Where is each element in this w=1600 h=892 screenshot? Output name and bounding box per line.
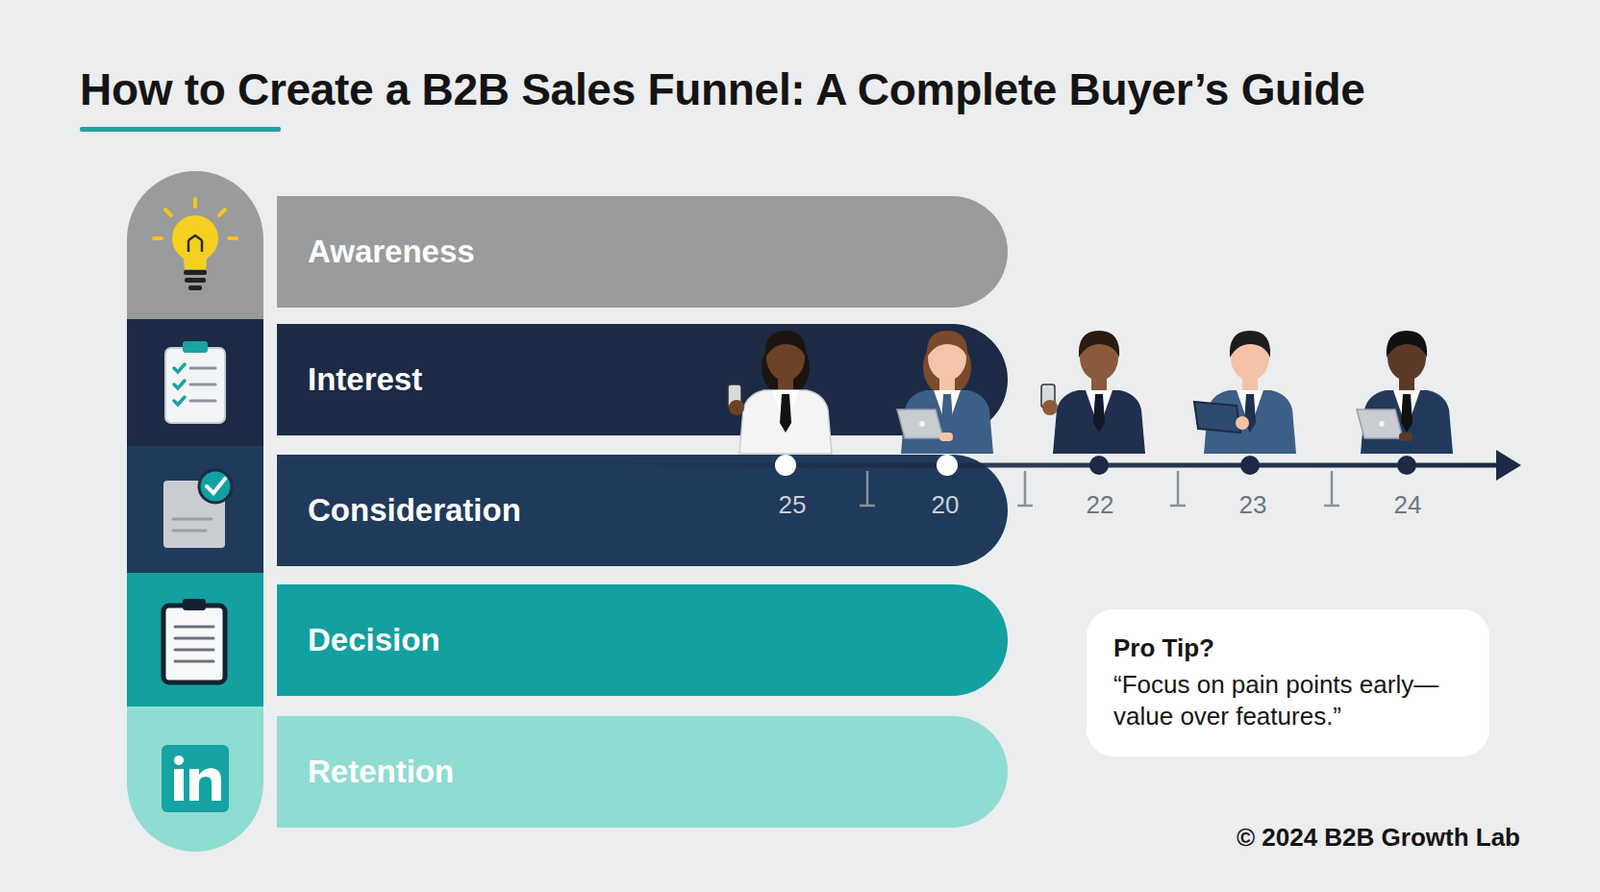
- timeline-number: 22: [1086, 490, 1115, 521]
- torso: [1052, 390, 1146, 454]
- laptop: [1356, 409, 1403, 439]
- stage-label: Awareness: [307, 233, 475, 271]
- people-figures: [727, 330, 1453, 476]
- timeline-tick: [1324, 504, 1340, 508]
- tip-box: Pro Tip?“Focus on pain points early—valu…: [1086, 609, 1490, 757]
- funnel-stage: Awareness: [276, 196, 1008, 308]
- title-underline: [79, 126, 281, 132]
- hair: [765, 330, 806, 358]
- tie: [941, 394, 953, 433]
- lightbulb-icon: [153, 199, 237, 291]
- timeline-number: 20: [931, 490, 960, 521]
- laptop: [897, 409, 944, 439]
- timeline-dot: [775, 454, 797, 476]
- hair: [1386, 330, 1427, 358]
- clipboard-icon: [163, 599, 225, 683]
- funnel-stage: Interest: [276, 324, 1008, 436]
- timeline-tick: [1330, 471, 1334, 506]
- hair: [926, 330, 968, 358]
- hair: [1229, 330, 1271, 358]
- hand: [728, 400, 745, 416]
- tie: [1093, 394, 1105, 433]
- timeline-arrowhead: [1496, 450, 1522, 481]
- person-figure: [1356, 330, 1453, 475]
- copyright-note: © 2024 B2B Growth Lab: [1236, 823, 1521, 853]
- hair: [1078, 330, 1120, 358]
- timeline-tick: [866, 471, 870, 506]
- timeline-line: [612, 463, 1502, 469]
- stage-label: Decision: [307, 622, 441, 659]
- timeline-number: 24: [1394, 490, 1423, 521]
- timeline-tick: [859, 504, 875, 508]
- person-figure: [727, 330, 832, 476]
- timeline-tick: [1017, 504, 1033, 508]
- timeline-dot: [1089, 455, 1109, 475]
- stage-column: [126, 171, 264, 852]
- title: How to Create a B2B Sales Funnel: A Comp…: [79, 63, 1365, 116]
- timeline-dot: [1397, 455, 1417, 475]
- tie: [1400, 394, 1413, 433]
- timeline-number: 23: [1239, 490, 1268, 521]
- funnel-stage: Decision: [276, 584, 1008, 697]
- timeline-dot: [936, 454, 958, 476]
- stage-label: Interest: [307, 361, 423, 399]
- social-icon: [161, 745, 229, 813]
- timeline-tick: [1176, 471, 1180, 506]
- checklist-icon: [165, 341, 225, 424]
- tip-body: “Focus on pain points early—value over f…: [1113, 669, 1463, 735]
- hand: [939, 432, 953, 442]
- funnel-stage: Retention: [276, 716, 1008, 828]
- stage-label: Retention: [307, 753, 454, 791]
- laptop-logo: [1378, 421, 1385, 427]
- timeline-tick: [1170, 504, 1186, 508]
- laptop-logo: [919, 421, 925, 427]
- hand: [1399, 432, 1413, 442]
- checkbox-icon: [163, 470, 232, 549]
- person-figure: [897, 330, 994, 476]
- tip-heading: Pro Tip?: [1113, 632, 1463, 666]
- timeline-number: 25: [778, 490, 807, 521]
- tie: [779, 394, 792, 433]
- hand: [1235, 416, 1250, 430]
- timeline-tick: [1024, 471, 1027, 506]
- tablet: [1194, 401, 1241, 433]
- hand: [1042, 400, 1058, 416]
- torso: [739, 390, 832, 454]
- funnel-stage: Consideration: [276, 454, 1008, 567]
- person-figure: [1194, 330, 1297, 475]
- stage-label: Consideration: [307, 492, 522, 529]
- timeline-dot: [1240, 455, 1260, 475]
- person-figure: [1041, 330, 1146, 475]
